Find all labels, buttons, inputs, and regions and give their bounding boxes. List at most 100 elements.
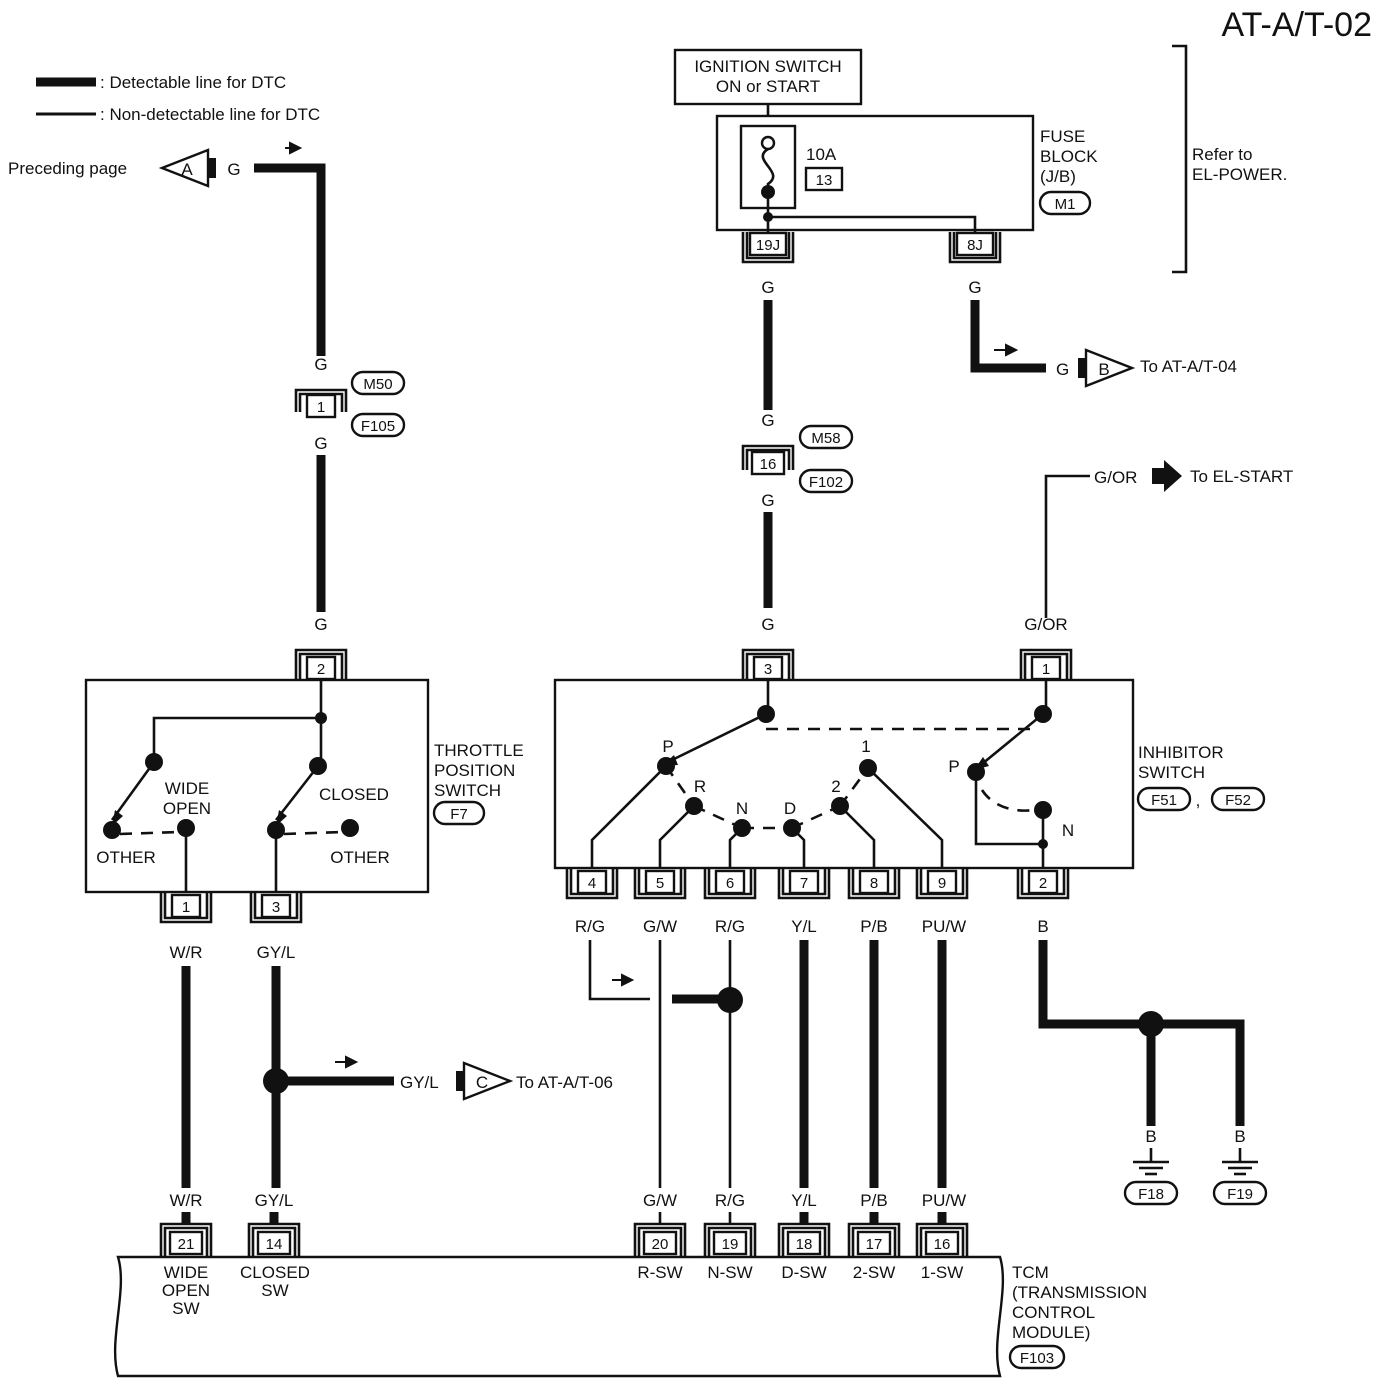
tcm-name-2: (TRANSMISSION bbox=[1012, 1283, 1147, 1302]
wire-g-a bbox=[254, 163, 326, 356]
tcm-pin-17: 17 bbox=[847, 1222, 901, 1257]
throttle-pin-3: 3 bbox=[272, 899, 280, 916]
tcm-wire-21: W/R bbox=[169, 1191, 202, 1210]
joint-m58: G 16 M58 F102 G bbox=[741, 411, 854, 510]
tcm-label-open: OPEN bbox=[162, 1281, 210, 1300]
tcm-pin-14: 14 bbox=[247, 1222, 301, 1257]
joint-mid-wire-bottom: G bbox=[761, 491, 774, 510]
inhibitor-wire-6: R/G bbox=[715, 917, 745, 936]
offpage-a: Preceding page A G bbox=[8, 141, 326, 356]
tcm-box bbox=[113, 1255, 1005, 1378]
wire-19j-label: G bbox=[761, 278, 774, 297]
fuse-icon bbox=[761, 147, 775, 192]
joint-left-pin: 1 bbox=[317, 399, 325, 416]
ground-f18: B F18 bbox=[1123, 1127, 1179, 1206]
svg-text:9: 9 bbox=[938, 875, 946, 892]
joint-left-wire-top: G bbox=[314, 355, 327, 374]
offpage-a-letter: A bbox=[181, 160, 193, 179]
flow-arrow-icon bbox=[612, 973, 635, 987]
inhibitor-wire-5: G/W bbox=[643, 917, 677, 936]
pos-n: N bbox=[736, 799, 748, 818]
tcm-name-4: MODULE) bbox=[1012, 1323, 1090, 1342]
pos-2: 2 bbox=[831, 777, 840, 796]
offpage-b-letter: B bbox=[1098, 360, 1109, 379]
svg-text:7: 7 bbox=[800, 875, 808, 892]
label-closed: CLOSED bbox=[319, 785, 389, 804]
joint-mid-pin: 16 bbox=[760, 456, 777, 473]
label-wide: WIDE bbox=[165, 779, 209, 798]
conn-f102: F102 bbox=[809, 474, 843, 491]
throttle-pin-1: 1 bbox=[182, 899, 190, 916]
inhibitor-pin-9: 9 bbox=[915, 868, 969, 900]
legend: : Detectable line for DTC : Non-detectab… bbox=[36, 73, 320, 124]
svg-text:19: 19 bbox=[722, 1236, 739, 1253]
fuse-block: 10A 13 FUSE BLOCK (J/B) M1 19J 8J bbox=[715, 114, 1098, 264]
inhibitor-pin-in3: 3 bbox=[764, 661, 772, 678]
tcm-label-sw: SW bbox=[172, 1299, 199, 1318]
inhibitor-pin-2: 2 bbox=[1016, 868, 1070, 900]
conn-comma: , bbox=[1196, 791, 1201, 810]
flow-arrow-icon bbox=[994, 343, 1019, 357]
elstart-wire: G/OR bbox=[1094, 468, 1137, 487]
tcm-name-1: TCM bbox=[1012, 1263, 1049, 1282]
pos-1: 1 bbox=[861, 737, 870, 756]
legend-detectable: : Detectable line for DTC bbox=[100, 73, 286, 92]
svg-text:16: 16 bbox=[934, 1236, 951, 1253]
svg-text:5: 5 bbox=[656, 875, 664, 892]
tcm-wire-20: G/W bbox=[643, 1191, 677, 1210]
inhibitor-pin-in1: 1 bbox=[1042, 661, 1050, 678]
inhibitor-wire-8: P/B bbox=[860, 917, 887, 936]
flow-arrow-icon bbox=[285, 141, 303, 155]
tcm-label-1-sw: 1-SW bbox=[921, 1263, 964, 1282]
wire-g-8j bbox=[970, 300, 1046, 373]
conn-f52: F52 bbox=[1225, 792, 1251, 809]
tcm-wire-16: PU/W bbox=[922, 1191, 966, 1210]
tcm-wire-14: GY/L bbox=[255, 1191, 294, 1210]
fuse-terminal-8j: 8J bbox=[967, 237, 983, 254]
conn-m1: M1 bbox=[1055, 196, 1076, 213]
svg-text:4: 4 bbox=[588, 875, 596, 892]
ground-b-wire: B bbox=[1234, 1127, 1245, 1146]
legend-non-detectable: : Non-detectable line for DTC bbox=[100, 105, 320, 124]
throttle-name-1: THROTTLE bbox=[434, 741, 524, 760]
wire-gor bbox=[1044, 474, 1090, 618]
inhibitor-name-1: INHIBITOR bbox=[1138, 743, 1224, 762]
refer-line2: EL-POWER. bbox=[1192, 165, 1287, 184]
refer-line1: Refer to bbox=[1192, 145, 1252, 164]
fuse-number: 13 bbox=[816, 172, 833, 189]
inhibitor-name-2: SWITCH bbox=[1138, 763, 1205, 782]
tcm-label-wide: WIDE bbox=[164, 1263, 208, 1282]
svg-text:17: 17 bbox=[866, 1236, 883, 1253]
inhibitor-pin-8: 8 bbox=[847, 868, 901, 900]
inhibitor-wire-4: R/G bbox=[575, 917, 605, 936]
conn-f18: F18 bbox=[1138, 1186, 1164, 1203]
offpage-c-wire: GY/L bbox=[400, 1073, 439, 1092]
inhibitor-wire-in3: G bbox=[761, 615, 774, 634]
ignition-line2: ON or START bbox=[716, 77, 820, 96]
throttle-pin-in: 2 bbox=[317, 661, 325, 678]
tcm-pin-21: 21 bbox=[159, 1222, 213, 1257]
svg-text:18: 18 bbox=[796, 1236, 813, 1253]
svg-text:20: 20 bbox=[652, 1236, 669, 1253]
throttle-name-2: POSITION bbox=[434, 761, 515, 780]
conn-f103: F103 bbox=[1020, 1350, 1054, 1367]
offpage-b: G B To AT-A/T-04 bbox=[1056, 348, 1237, 388]
throttle-wire-3: GY/L bbox=[257, 943, 296, 962]
ground-icon bbox=[1222, 1160, 1258, 1176]
svg-text:14: 14 bbox=[266, 1236, 283, 1253]
joint-left-wire-bottom: G bbox=[314, 434, 327, 453]
throttle-name-3: SWITCH bbox=[434, 781, 501, 800]
tcm-label-d-sw: D-SW bbox=[781, 1263, 826, 1282]
throttle-wire-in: G bbox=[314, 615, 327, 634]
svg-text:2: 2 bbox=[1039, 875, 1047, 892]
tcm-pin-18: 18 bbox=[777, 1222, 831, 1257]
svg-text:8: 8 bbox=[870, 875, 878, 892]
tcm-label-closed-sw: SW bbox=[261, 1281, 288, 1300]
inhibitor-wire-in1: G/OR bbox=[1024, 615, 1067, 634]
conn-f51: F51 bbox=[1151, 792, 1177, 809]
preceding-page-label: Preceding page bbox=[8, 159, 127, 178]
throttle-wire-1: W/R bbox=[169, 943, 202, 962]
label-other-right: OTHER bbox=[330, 848, 390, 867]
inhibitor-pin-4: 4 bbox=[565, 868, 619, 900]
ignition-line1: IGNITION SWITCH bbox=[694, 57, 841, 76]
